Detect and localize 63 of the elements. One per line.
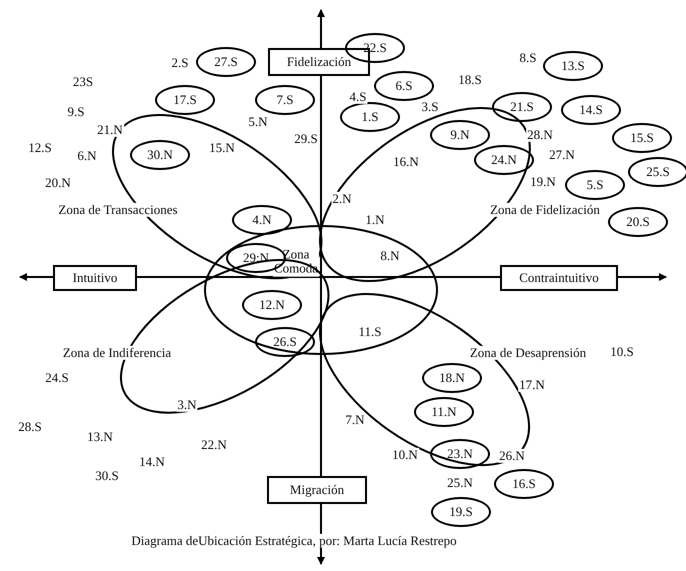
zone-label: Zona de Fidelización [489,202,601,218]
caption: Diagrama deUbicación Estratégica, por: Marta Lucía Restrepo [130,534,458,548]
axis-label-box: Contraintuitivo [500,265,618,291]
item-label: 8.N [379,248,401,264]
item-label: 14.N [138,454,166,470]
item-label: 4.S [348,90,368,104]
item-label: 20.N [44,176,72,190]
circled-item-label: 15.S [612,123,672,153]
circled-item-label: 26.S [254,326,315,357]
item-label: 1.N [364,212,386,228]
circled-item-label: 21.S [492,92,552,122]
item-label: 19.N [529,174,557,190]
item-label: 22.N [200,438,228,452]
item-label: 28.S [17,420,43,434]
item-label: 26.N [498,448,526,464]
item-label: 15.N [208,140,236,156]
circled-item-label: 11.N [414,396,474,427]
circled-item-label: 24.N [474,145,534,175]
item-label: 23S [72,74,94,90]
circled-item-label: 23.N [430,439,490,469]
item-label: 25.N [446,476,474,490]
item-label: 28.N [526,128,554,142]
circled-item-label: 20.S [608,207,668,237]
axis-label-box: Intuitivo [53,265,137,291]
axis-label-box: Migración [267,476,367,504]
circled-item-label: 4.N [232,204,292,235]
item-label: 17.N [518,378,546,392]
item-label: 3.S [420,100,440,114]
circled-item-label: 12.N [242,290,302,320]
item-label: 10.N [391,448,419,462]
item-label: 29.S [293,132,319,146]
item-label: 5.N [247,114,269,130]
circled-item-label: 13.S [543,51,603,81]
circled-item-label: 14.S [561,95,621,125]
zone-label: Zona de Indiferencia [62,346,172,360]
item-label: 7.N [344,412,366,428]
circled-item-label: 19.S [431,497,491,527]
item-label: 9.S [66,104,86,120]
item-label: 27.N [548,148,576,162]
circled-item-label: 17.S [155,85,215,115]
item-label: 8.S [518,50,538,66]
item-label: 10.S [609,344,635,360]
item-label: 30.S [94,468,120,484]
item-label: 2.S [170,56,190,70]
circled-item-label: 25.S [628,157,686,187]
item-label: 11.S [358,324,382,340]
zone-label: Zona de Desaprensión [468,346,588,360]
zone-label: Zona de Transacciones [57,202,179,218]
item-label: 6.N [76,148,98,164]
item-label: 21.N [96,122,124,138]
circled-item-label: 9.N [430,120,490,150]
circled-item-label: 16.S [494,469,554,499]
item-label: 3.N [176,398,198,412]
circled-item-label: 5.S [565,170,625,200]
item-label: 16.N [392,154,420,170]
circled-item-label: 30.N [130,140,190,170]
item-label: 18.S [457,72,483,88]
item-label: 24.S [44,370,70,386]
item-label: 12.S [27,140,53,156]
item-label: 13.N [86,430,114,444]
circled-item-label: 18.N [422,362,482,393]
circled-item-label: 27.S [196,47,256,77]
item-label: 2.N [331,192,353,206]
